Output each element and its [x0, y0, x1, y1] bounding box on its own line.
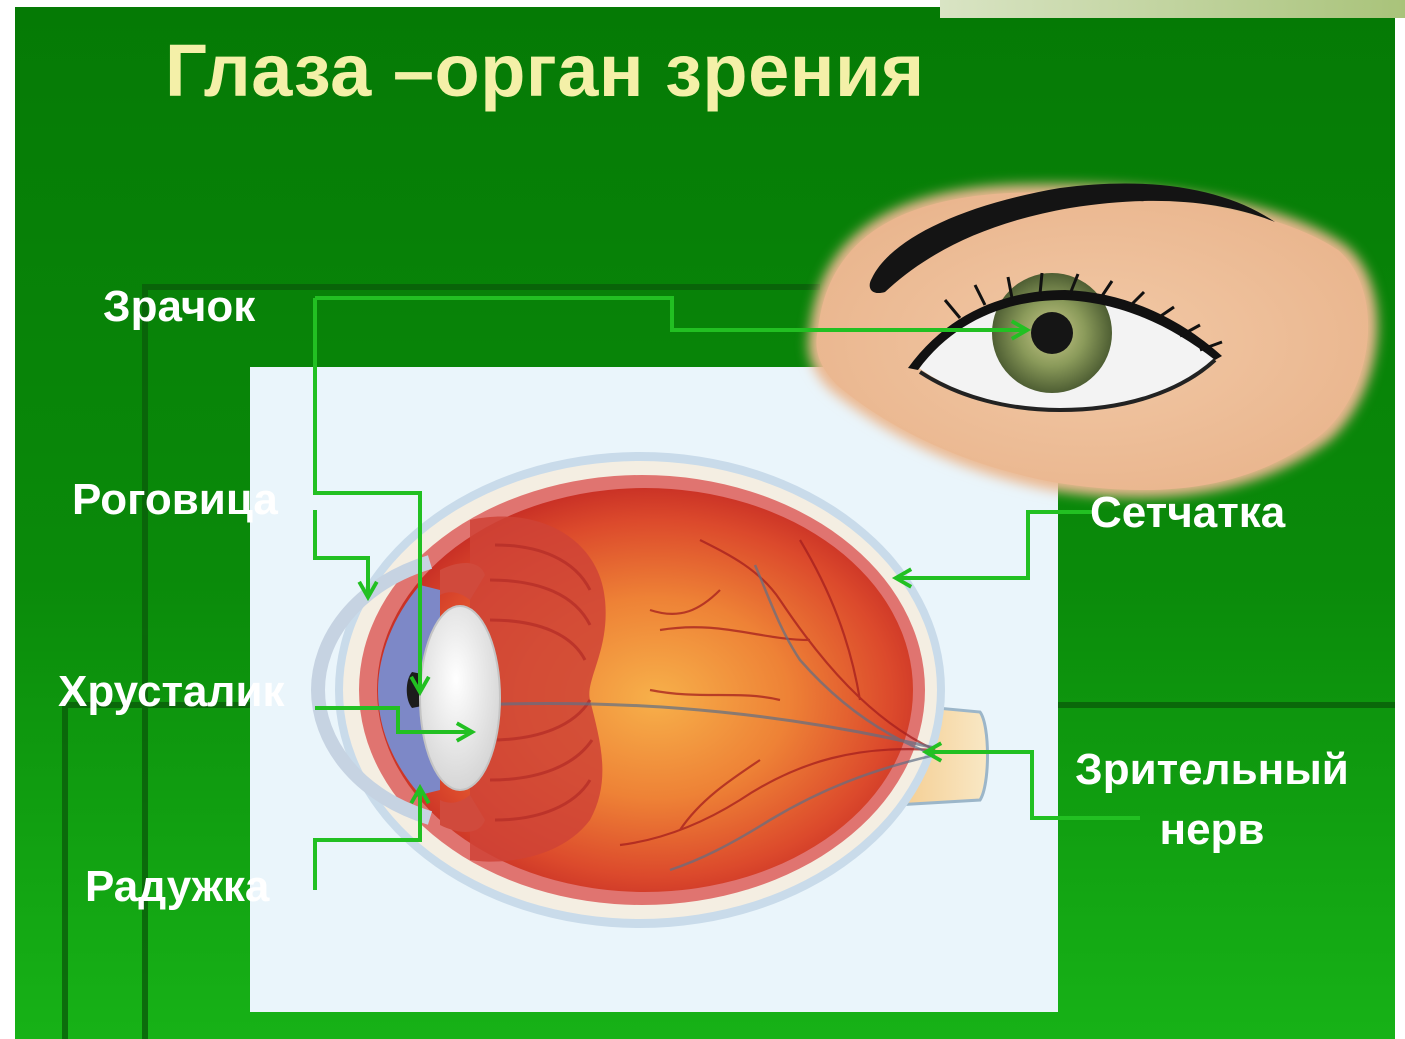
- label-iris: Радужка: [85, 862, 269, 912]
- pupil: [1031, 312, 1073, 354]
- label-optic-nerve-line2: нерв: [1042, 805, 1382, 855]
- label-cornea: Роговица: [72, 475, 278, 525]
- label-optic-nerve: Зрительный нерв: [1042, 745, 1382, 855]
- label-pupil: Зрачок: [103, 282, 255, 332]
- label-optic-nerve-line1: Зрительный: [1042, 745, 1382, 795]
- lens: [420, 606, 500, 790]
- label-lens: Хрусталик: [58, 667, 285, 717]
- page-title: Глаза –орган зрения: [165, 28, 925, 113]
- label-retina: Сетчатка: [1090, 488, 1285, 538]
